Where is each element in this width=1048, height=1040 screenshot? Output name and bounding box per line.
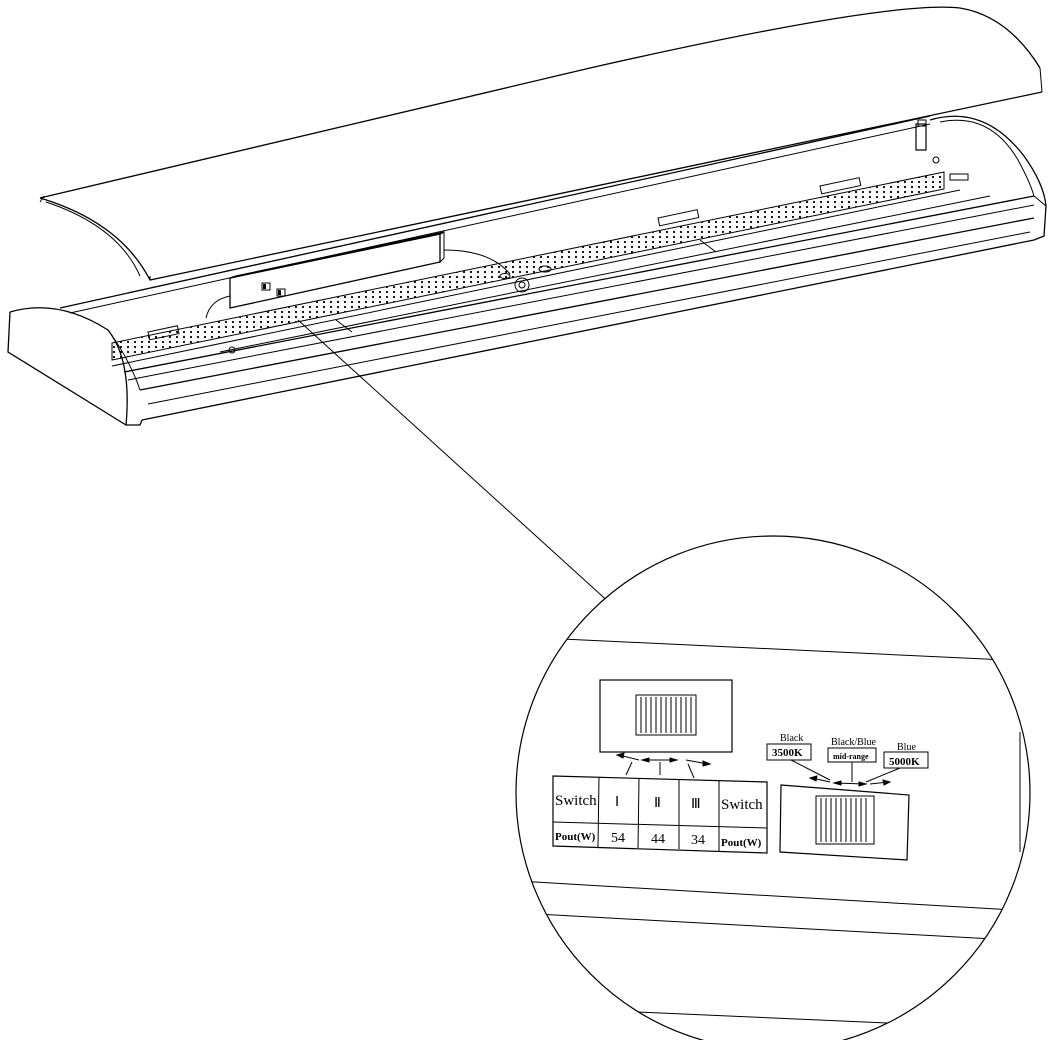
table-header-switch-right: Switch [721,797,763,813]
cct-middle-value: mid-range [833,752,869,761]
detail-magnifier: Switch Ⅰ Ⅱ Ⅲ Switch Pout(W) 54 44 34 Pou… [515,535,1031,1040]
fixture-housing [7,115,1047,426]
led-driver-box [205,231,511,319]
cct-left-wire-label: Black [780,733,803,744]
cct-right-wire-label: Blue [897,742,916,753]
power-dip-switch [599,679,733,779]
table-value-position-3: 34 [691,833,705,848]
zoom-leader-line [297,319,613,606]
cct-right-value: 5000K [889,756,920,768]
table-row-label-left: Pout(W) [555,831,596,843]
cct-position-arrows [790,759,901,787]
power-setting-table: Switch Ⅰ Ⅱ Ⅲ Switch Pout(W) 54 44 34 Pou… [552,775,768,854]
table-value-position-1: 54 [611,831,625,846]
table-header-position-3: Ⅲ [691,797,701,812]
diffuser-cover [39,6,1043,281]
power-position-arrows [615,752,712,779]
table-header-switch-left: Switch [555,793,597,809]
cct-left-value: 3500K [772,747,803,759]
table-value-position-2: 44 [651,832,665,847]
table-row-label-right: Pout(W) [721,837,762,849]
cct-switch-slots [820,798,867,842]
table-header-position-2: Ⅱ [654,796,661,811]
cct-middle-wire-label: Black/Blue [831,737,877,748]
power-switch-slots [640,697,692,733]
table-header-position-1: Ⅰ [615,795,619,810]
cct-switch: Black 3500K Black/Blue mid-range Blue 50… [766,733,929,861]
